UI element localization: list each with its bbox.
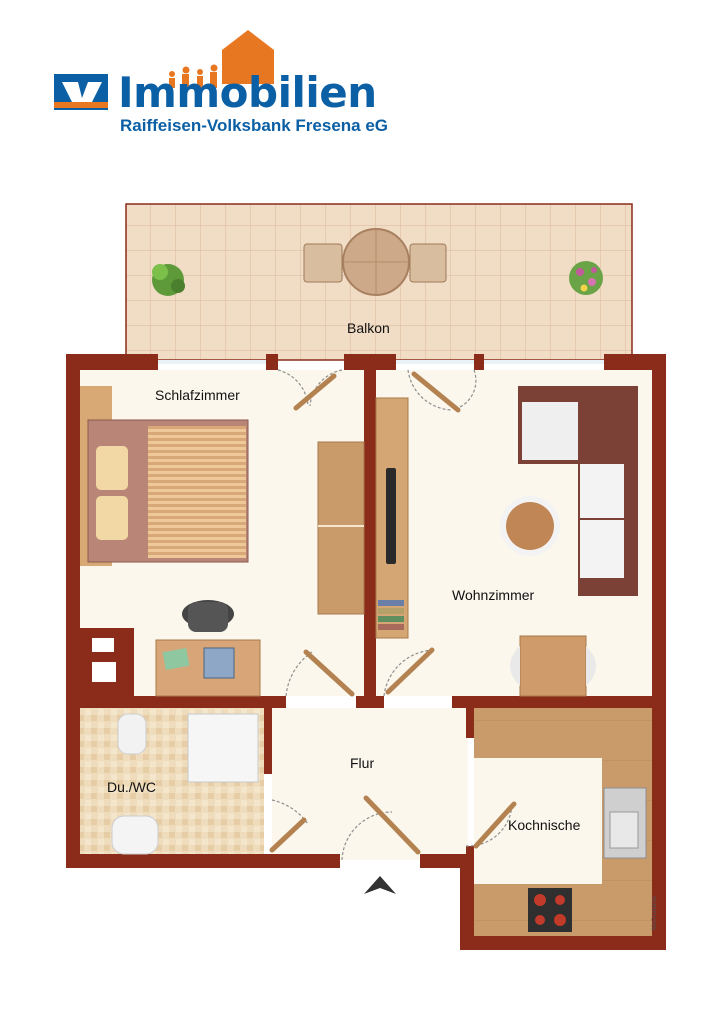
label-living-room: Wohnzimmer [452,587,535,603]
logo-v-shape [62,82,102,106]
credit-text: McGrundriss [652,895,658,930]
logo-orange-bar [54,102,108,108]
label-bathroom: Du./WC [107,779,156,795]
house-icon [222,30,274,84]
coffee-table [506,502,554,550]
label-hall: Flur [350,755,375,771]
dining-table [510,635,596,697]
logo: Immobilien Raiffeisen-Volksbank Fresena … [52,28,388,138]
bed [87,419,249,563]
entrance-arrow-icon [364,876,396,894]
toilet-icon [117,713,147,755]
closet-box-lower [92,662,116,682]
plant-left-icon [152,264,185,296]
balcony [125,203,633,361]
closet-box-upper [92,638,114,652]
shower-tray [187,713,259,783]
family-icon [169,64,218,88]
office-chair-icon [182,600,234,632]
books-icon [378,600,404,630]
pillow-bottom [96,496,128,540]
logo-title: Immobilien [118,68,377,117]
label-balcony: Balkon [347,320,390,336]
sink-icon [111,815,159,855]
doors [269,371,517,855]
walls [66,354,666,950]
balcony-chair-left [303,243,343,283]
tv-icon [386,468,396,564]
hall-floor [272,708,468,860]
desk [155,639,261,697]
sofa [518,386,638,596]
pillow-top [96,446,128,490]
stove-icon [528,888,572,932]
label-bedroom: Schlafzimmer [155,387,240,403]
balcony-chair-right [409,243,447,283]
wardrobe [317,441,365,615]
plant-right-icon [569,261,603,295]
label-kitchen: Kochnische [508,817,581,833]
logo-mark [54,30,274,110]
logo-subtitle: Raiffeisen-Volksbank Fresena eG [120,116,389,135]
